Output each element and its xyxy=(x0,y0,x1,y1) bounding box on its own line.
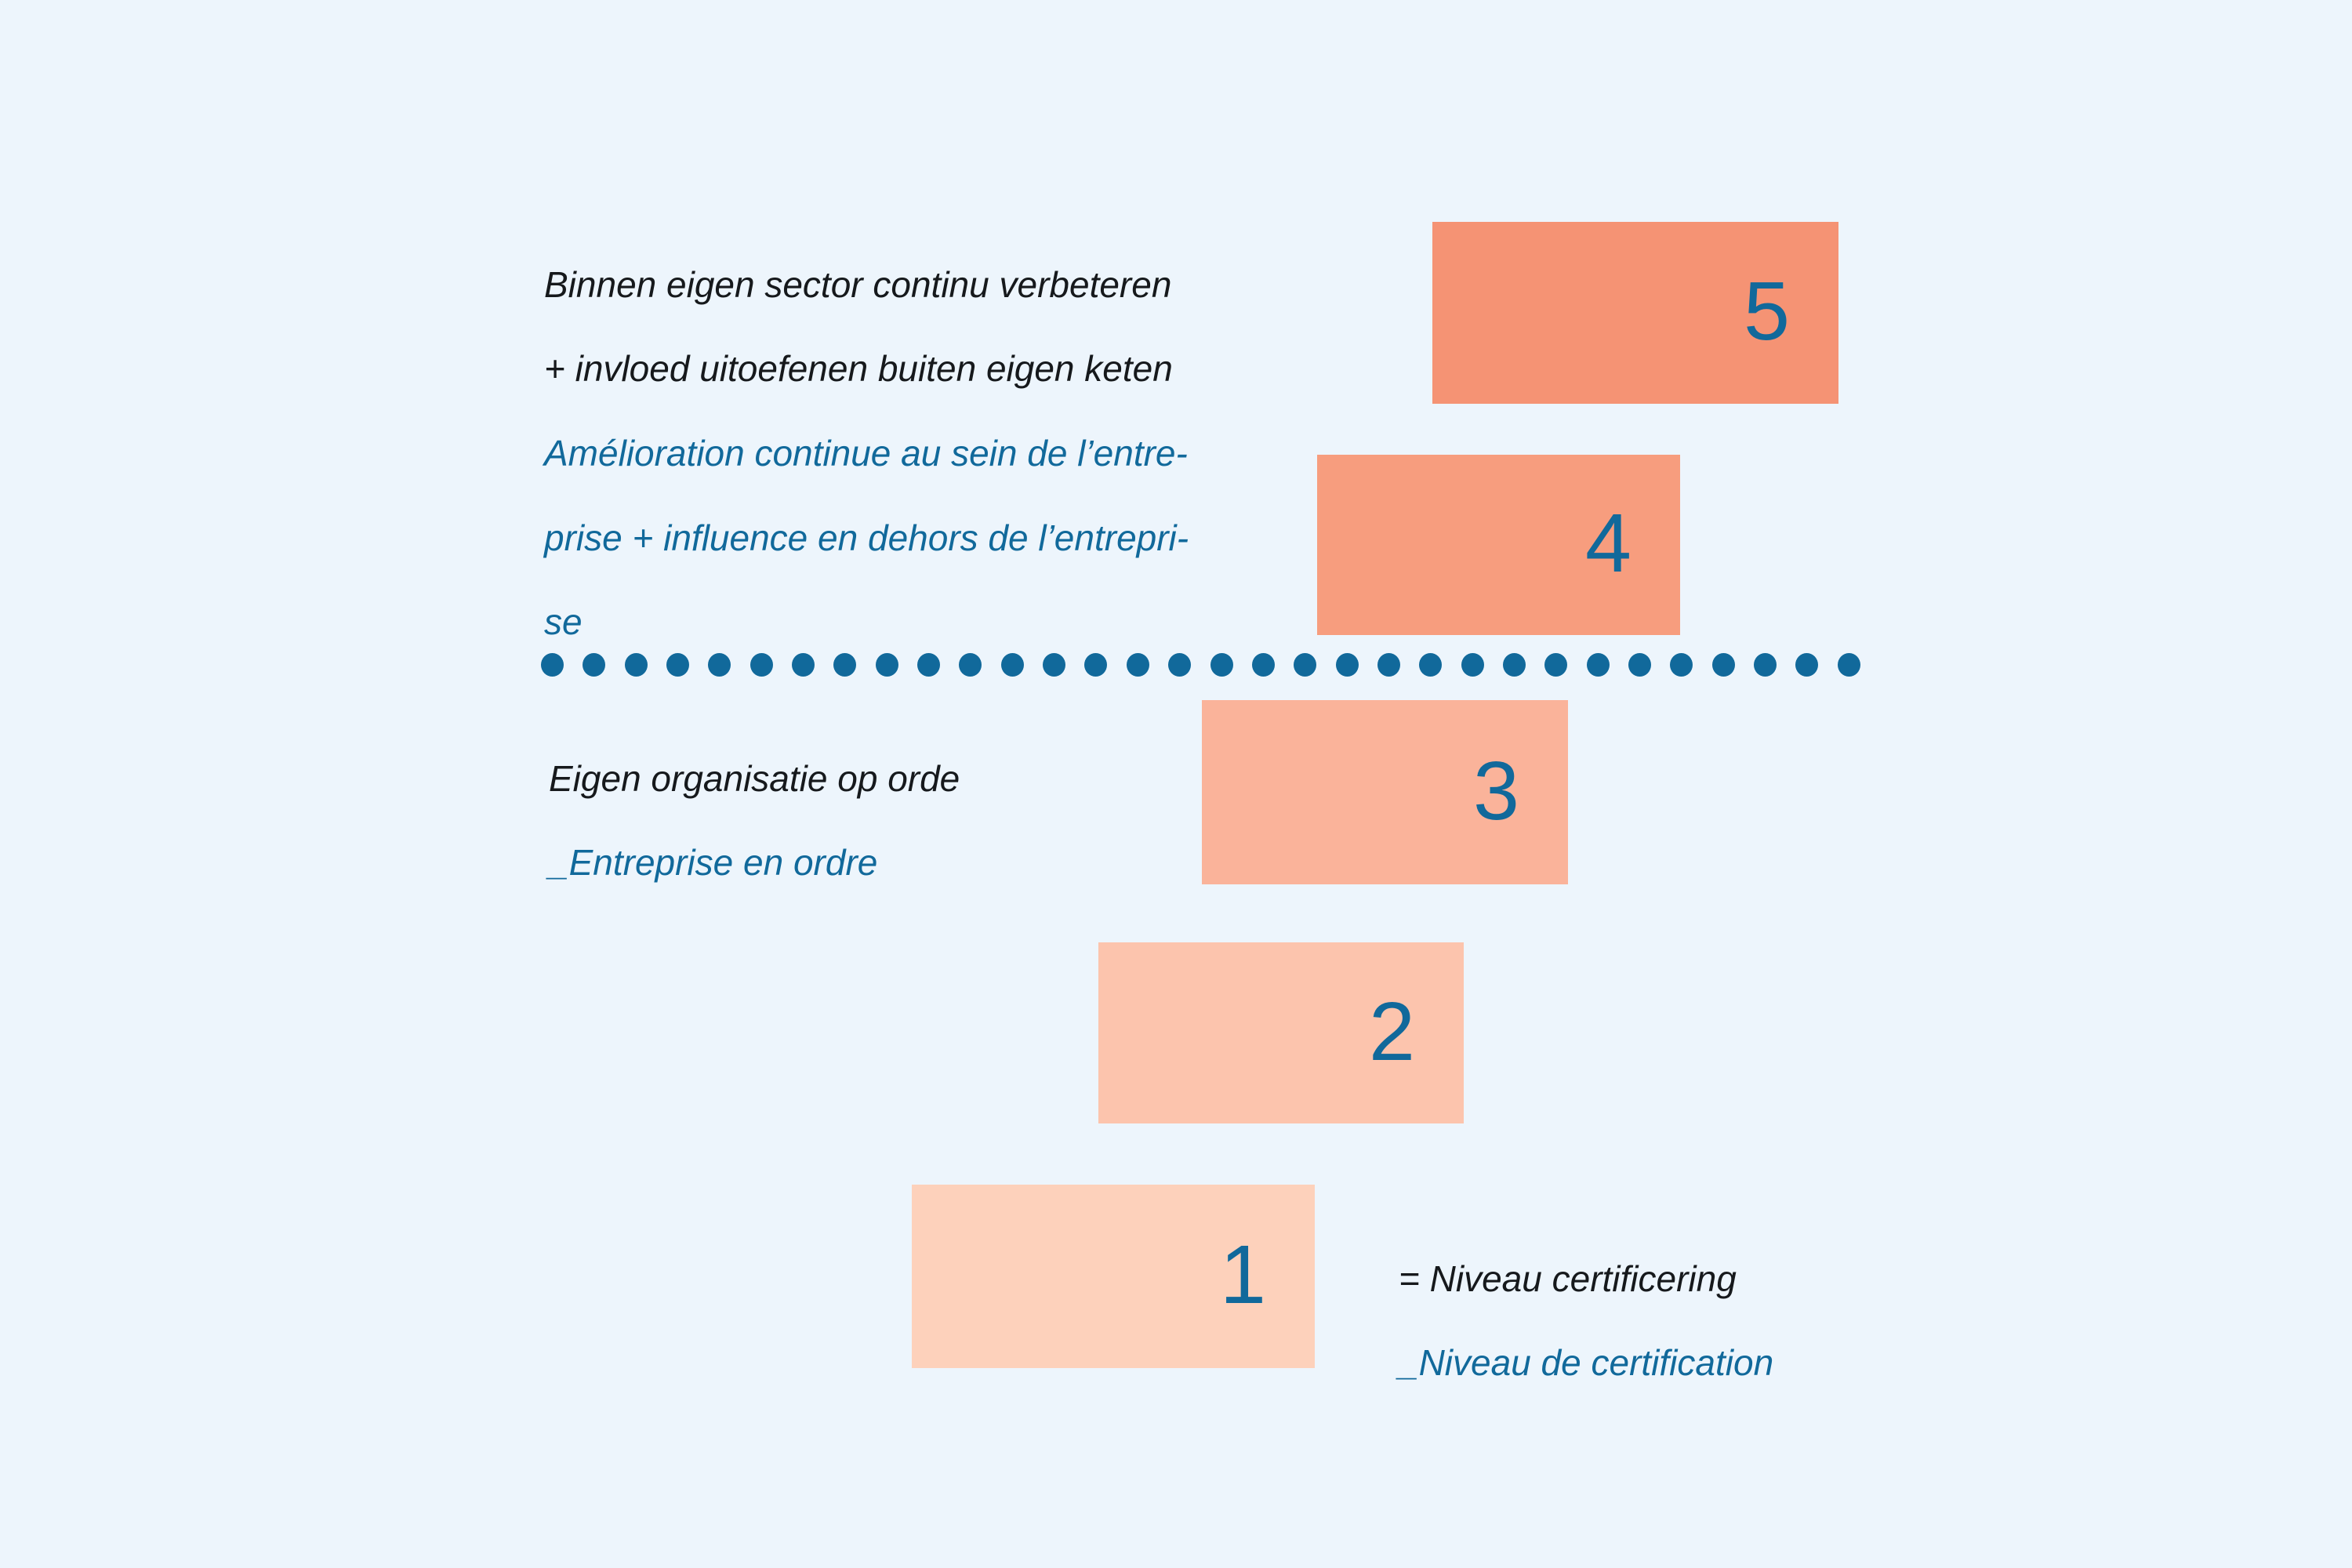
annotation-upper: Binnen eigen sector continu verbeteren +… xyxy=(544,222,1336,686)
bar-level-1: 1 xyxy=(912,1185,1315,1368)
divider-dot xyxy=(1628,653,1651,677)
divider-dot xyxy=(1335,653,1359,677)
annotation-middle-fr-line1: _Entreprise en ordre xyxy=(549,842,878,884)
divider-dot xyxy=(1670,653,1693,677)
bar-level-1-label: 1 xyxy=(1220,1229,1266,1321)
divider-dot xyxy=(1461,653,1484,677)
divider-dot xyxy=(1043,653,1066,677)
bar-level-4: 4 xyxy=(1317,455,1680,635)
annotation-upper-nl-line1: Binnen eigen sector continu verbeteren xyxy=(544,263,1172,305)
annotation-middle: Eigen organisatie op orde _Entreprise en… xyxy=(549,716,1341,927)
legend-certification: = Niveau certificering _Niveau de certif… xyxy=(1399,1216,1947,1427)
divider-dot xyxy=(1544,653,1568,677)
divider-dot xyxy=(583,653,606,677)
divider-dot xyxy=(959,653,982,677)
bar-level-4-label: 4 xyxy=(1585,497,1632,590)
divider-dot xyxy=(875,653,898,677)
bar-level-3-label: 3 xyxy=(1473,744,1519,837)
divider-dot xyxy=(1210,653,1233,677)
divider-dot xyxy=(1251,653,1275,677)
divider-dot xyxy=(792,653,815,677)
divider-dot xyxy=(750,653,773,677)
dotted-divider xyxy=(541,653,1860,677)
legend-fr-line1: _Niveau de certification xyxy=(1399,1342,1774,1384)
annotation-middle-nl-line1: Eigen organisatie op orde xyxy=(549,757,960,799)
divider-dot xyxy=(917,653,941,677)
annotation-upper-fr-line3: se xyxy=(544,601,583,643)
divider-dot xyxy=(541,653,564,677)
divider-dot xyxy=(1419,653,1443,677)
annotation-upper-fr-line1: Amélioration continue au sein de l’entre… xyxy=(544,433,1188,474)
annotation-upper-fr-line2: prise + influence en dehors de l’entrepr… xyxy=(544,517,1189,558)
bar-level-2: 2 xyxy=(1098,942,1464,1123)
divider-dot xyxy=(1377,653,1400,677)
divider-dot xyxy=(1795,653,1819,677)
divider-dot xyxy=(1837,653,1860,677)
annotation-upper-nl-line2: + invloed uitoefenen buiten eigen keten xyxy=(544,348,1173,390)
divider-dot xyxy=(1084,653,1108,677)
divider-dot xyxy=(666,653,690,677)
legend-nl-line1: = Niveau certificering xyxy=(1399,1258,1737,1299)
bar-level-3: 3 xyxy=(1202,700,1568,884)
divider-dot xyxy=(1000,653,1024,677)
divider-dot xyxy=(833,653,857,677)
bar-level-5-label: 5 xyxy=(1744,265,1790,358)
divider-dot xyxy=(1753,653,1777,677)
divider-dot xyxy=(1502,653,1526,677)
divider-dot xyxy=(708,653,731,677)
divider-dot xyxy=(624,653,648,677)
divider-dot xyxy=(1294,653,1317,677)
bar-level-2-label: 2 xyxy=(1369,985,1415,1078)
divider-dot xyxy=(1586,653,1610,677)
divider-dot xyxy=(1126,653,1149,677)
bar-level-5: 5 xyxy=(1432,222,1838,404)
divider-dot xyxy=(1168,653,1192,677)
divider-dot xyxy=(1711,653,1735,677)
